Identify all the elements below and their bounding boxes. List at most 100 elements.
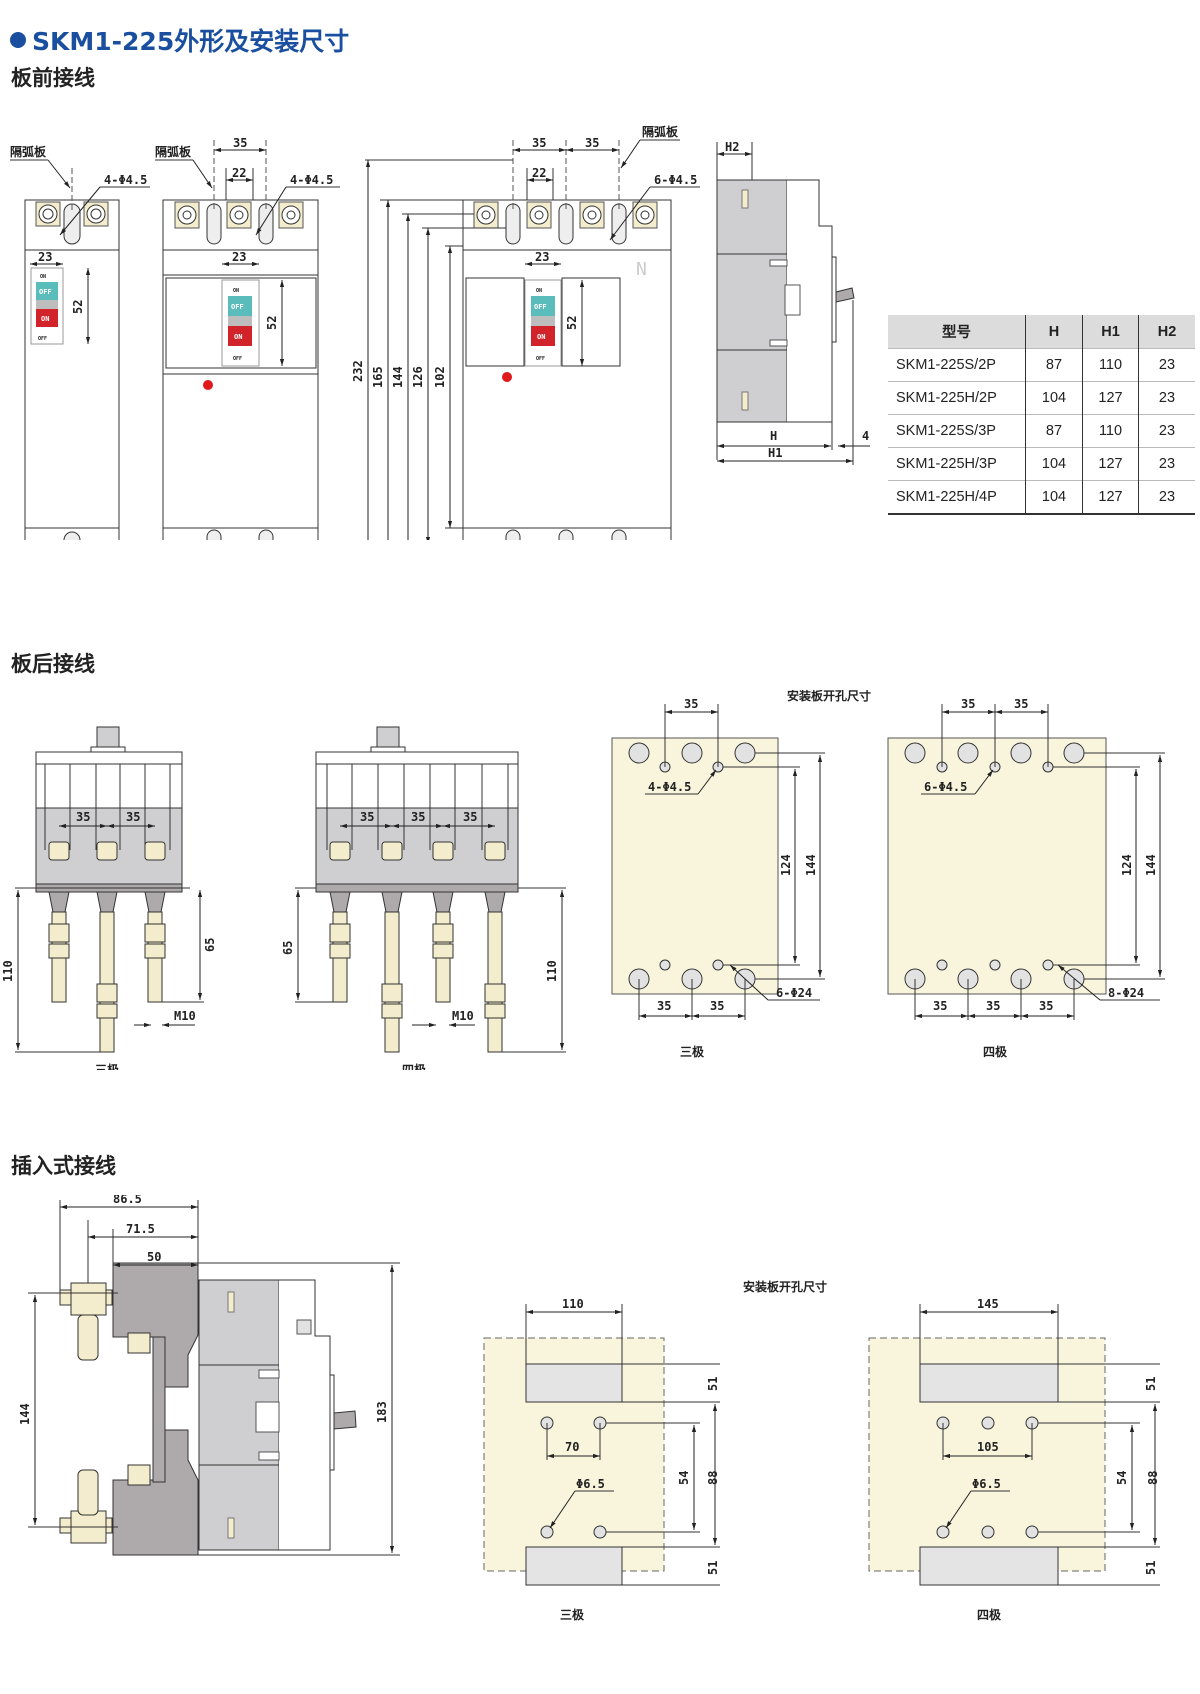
small-hole-label: 4-Φ4.5 xyxy=(648,780,691,794)
dim-h2: H2 xyxy=(725,140,739,154)
dim-144: 144 xyxy=(804,854,818,876)
on-label: ON xyxy=(41,315,49,323)
small-hole-label: 6-Φ4.5 xyxy=(924,780,967,794)
rear-wiring-drawings: 安装板开孔尺寸 35 35 110 65 M10 三极 xyxy=(1,690,1165,1070)
panel-cutout-four-pole: 35 35 6-Φ4.5 124 144 8-Φ24 35 35 35 四极 xyxy=(887,697,1165,1059)
caption-three-pole: 三极 xyxy=(680,1044,705,1059)
dim-65: 65 xyxy=(281,941,295,955)
dim-65: 65 xyxy=(203,938,217,952)
on-button xyxy=(36,309,58,327)
terminal-row-top xyxy=(174,201,304,245)
dim-35: 35 xyxy=(463,810,477,824)
panel-cutout-title: 安装板开孔尺寸 xyxy=(743,1279,827,1294)
cell-h: 104 xyxy=(1025,480,1083,515)
caption-three-pole: 三极 xyxy=(95,1062,120,1070)
on-label: ON xyxy=(537,333,545,341)
cell-h1: 127 xyxy=(1082,447,1139,481)
arc-barrier-label: 隔弧板 xyxy=(10,144,47,159)
four-pole-front-view: ON OFF ON OFF N 3 xyxy=(351,124,700,540)
arc-barrier-label: 隔弧板 xyxy=(642,124,679,139)
dim-22: 22 xyxy=(532,166,546,180)
indicator-light xyxy=(203,380,213,390)
dim-88: 88 xyxy=(1146,1471,1160,1485)
header-h1: H1 xyxy=(1082,315,1139,349)
cell-h2: 23 xyxy=(1138,381,1195,415)
bullet-icon xyxy=(10,32,26,48)
off-label: OFF xyxy=(534,303,547,311)
dim-124: 124 xyxy=(779,854,793,876)
caption-three-pole: 三极 xyxy=(560,1607,585,1622)
on-button xyxy=(531,326,555,346)
section-title-plugin: 插入式接线 xyxy=(11,1154,116,1178)
dim-4: 4 xyxy=(862,429,869,443)
dim-165: 165 xyxy=(371,366,385,388)
dim-71-5: 71.5 xyxy=(126,1222,155,1236)
off-button xyxy=(531,296,555,316)
dim-110: 110 xyxy=(1,960,15,982)
off-faint-label: OFF xyxy=(233,356,242,362)
caption-four-pole: 四极 xyxy=(402,1062,427,1070)
dim-35-top: 35 xyxy=(1014,697,1028,711)
cell-model: SKM1-225S/3P xyxy=(888,414,1026,448)
off-button xyxy=(228,296,252,316)
dim-52: 52 xyxy=(71,300,85,314)
dim-105: 105 xyxy=(977,1440,999,1454)
caption-four-pole: 四极 xyxy=(977,1607,1002,1622)
dim-232: 232 xyxy=(351,360,365,382)
terminal-row-bottom xyxy=(206,529,274,540)
cell-h2: 23 xyxy=(1138,414,1195,448)
dim-23: 23 xyxy=(535,250,549,264)
dim-35: 35 xyxy=(986,999,1000,1013)
dim-35-top: 35 xyxy=(233,136,247,150)
dim-51: 51 xyxy=(706,1561,720,1575)
on-label: ON xyxy=(234,333,242,341)
dim-124: 124 xyxy=(1120,854,1134,876)
neutral-mark: N xyxy=(636,259,647,280)
cell-h2: 23 xyxy=(1138,480,1195,515)
dim-144: 144 xyxy=(1144,854,1158,876)
dim-22: 22 xyxy=(232,166,246,180)
panel-cutout-title: 安装板开孔尺寸 xyxy=(787,690,871,703)
dim-h1: H1 xyxy=(768,446,782,460)
thread-m10: M10 xyxy=(174,1009,196,1023)
on-faint-label: ON xyxy=(40,274,46,280)
dim-35: 35 xyxy=(710,999,724,1013)
cell-model: SKM1-225H/3P xyxy=(888,447,1026,481)
indicator-light xyxy=(502,372,512,382)
dim-144: 144 xyxy=(18,1403,32,1425)
section-title-rear: 板后接线 xyxy=(11,652,95,676)
page-title-text: SKM1-225外形及安装尺寸 xyxy=(32,27,350,56)
caption-four-pole: 四极 xyxy=(983,1044,1008,1059)
cell-h1: 127 xyxy=(1082,381,1139,415)
dim-35: 35 xyxy=(411,810,425,824)
cell-h2: 23 xyxy=(1138,447,1195,481)
arc-barrier-label: 隔弧板 xyxy=(155,144,192,159)
dim-102: 102 xyxy=(433,366,447,388)
off-faint-label: OFF xyxy=(38,336,47,342)
dim-35-top: 35 xyxy=(961,697,975,711)
dim-35: 35 xyxy=(933,999,947,1013)
three-pole-front-view: ON OFF ON OFF 35 22 23 52 xyxy=(155,136,340,540)
cell-model: SKM1-225H/2P xyxy=(888,381,1026,415)
dim-145: 145 xyxy=(977,1297,999,1311)
dim-54: 54 xyxy=(1115,1471,1129,1485)
cell-h1: 110 xyxy=(1082,414,1139,448)
dim-23: 23 xyxy=(232,250,246,264)
dim-35: 35 xyxy=(657,999,671,1013)
plugin-wiring-drawings: 安装板开孔尺寸 86.5 71.5 50 144 1 xyxy=(18,1195,1160,1622)
on-button xyxy=(228,326,252,346)
dim-54: 54 xyxy=(677,1471,691,1485)
panel-cutout-three-pole: 35 4-Φ4.5 124 144 6-Φ24 35 35 三极 xyxy=(611,697,825,1059)
on-faint-label: ON xyxy=(536,288,542,294)
cell-h: 104 xyxy=(1025,381,1083,415)
off-label: OFF xyxy=(231,303,244,311)
plugin-side-view: 86.5 71.5 50 144 183 xyxy=(18,1195,400,1556)
dim-126: 126 xyxy=(411,366,425,388)
dim-88: 88 xyxy=(706,1471,720,1485)
big-hole-label: 8-Φ24 xyxy=(1108,986,1144,1000)
